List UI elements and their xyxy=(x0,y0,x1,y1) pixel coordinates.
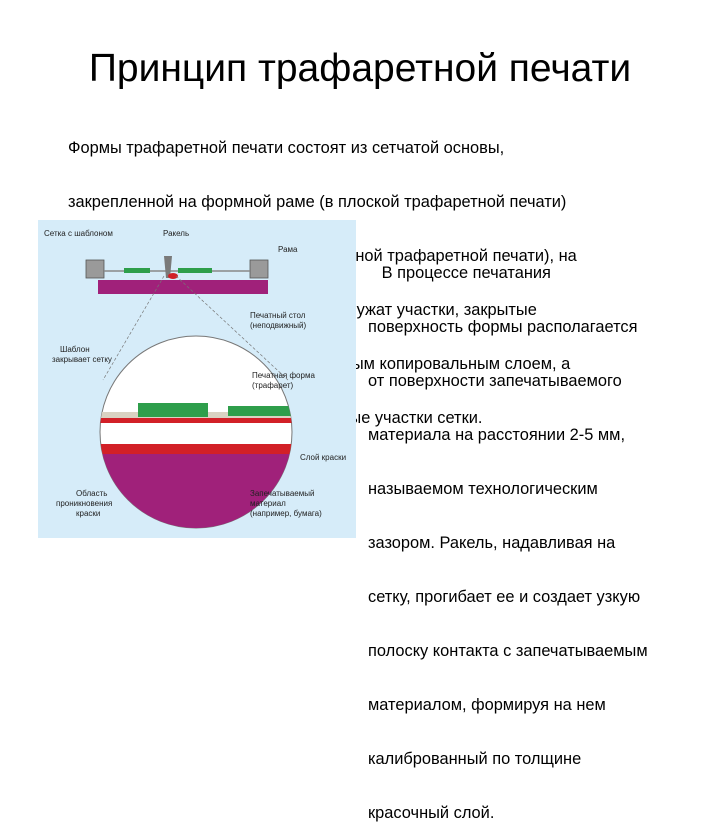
slide-title: Принцип трафаретной печати xyxy=(88,47,632,90)
side-line: красочный слой. xyxy=(368,804,495,822)
label: Печатный стол xyxy=(250,311,306,320)
label: Слой краски xyxy=(300,453,346,462)
label: проникновения xyxy=(56,499,112,508)
frame-left xyxy=(85,259,105,279)
side-line: калиброванный по толщине xyxy=(368,750,582,768)
side-line: материала на расстоянии 2-5 мм, xyxy=(368,426,625,444)
side-paragraph: В процессе печатания поверхность формы р… xyxy=(368,228,712,840)
side-line: полоску контакта с запечатываемым xyxy=(368,642,648,660)
label: Область xyxy=(76,489,107,498)
frame-right xyxy=(249,259,269,279)
print-table xyxy=(98,280,268,294)
stencil-top xyxy=(178,268,212,273)
label: краски xyxy=(76,509,100,518)
label: Сетка с шаблоном xyxy=(44,229,113,238)
side-line: материалом, формируя на нем xyxy=(368,696,606,714)
side-line: сетку, прогибает ее и создает узкую xyxy=(368,588,641,606)
side-line: зазором. Ракель, надавливая на xyxy=(368,534,616,552)
label: (неподвижный) xyxy=(250,321,307,330)
label: закрывает сетку xyxy=(52,355,112,364)
squeegee-shape xyxy=(164,256,172,278)
side-line: от поверхности запечатываемого xyxy=(368,372,622,390)
label: Запечатываемый xyxy=(250,489,314,498)
stencil-top xyxy=(124,268,150,273)
side-line: называемом технологическим xyxy=(368,480,598,498)
stencil-block xyxy=(228,406,292,416)
ink-layer xyxy=(100,444,292,454)
label: Шаблон xyxy=(60,345,90,354)
label: Рама xyxy=(278,245,298,254)
stencil-block xyxy=(138,403,208,417)
label: материал xyxy=(250,499,286,508)
label: Печатная форма xyxy=(252,371,315,380)
screen-printing-diagram: Сетка с шаблоном Ракель Рама Печатный ст… xyxy=(38,220,356,538)
intro-line: закрепленной на формной раме (в плоской … xyxy=(68,193,567,211)
ink-drop xyxy=(168,273,178,279)
label: (трафарет) xyxy=(252,381,294,390)
side-line: В процессе печатания xyxy=(368,264,551,282)
label: (например, бумага) xyxy=(250,509,322,518)
diagram-svg: Сетка с шаблоном Ракель Рама Печатный ст… xyxy=(44,229,346,529)
label: Ракель xyxy=(163,229,189,238)
intro-line: Формы трафаретной печати состоят из сетч… xyxy=(68,139,505,157)
side-line: поверхность формы располагается xyxy=(368,318,638,336)
